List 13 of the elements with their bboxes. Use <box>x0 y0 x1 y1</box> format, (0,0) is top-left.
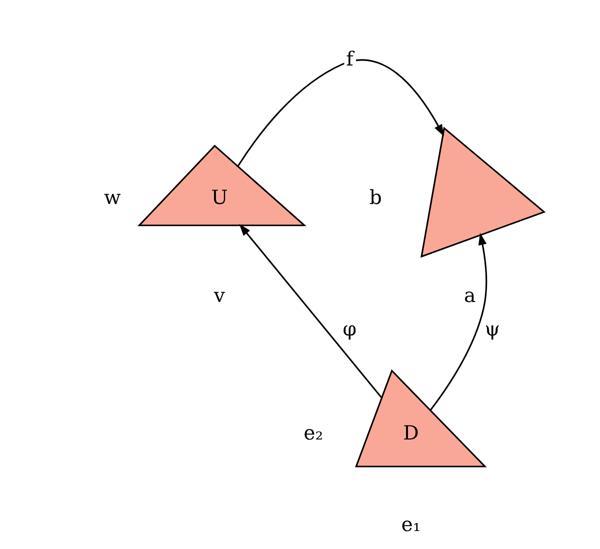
node-label: e₂ <box>303 422 323 444</box>
node-label: v <box>213 284 225 307</box>
edge-label: ψ <box>484 317 500 340</box>
node-label: e₁ <box>400 512 420 536</box>
arrow <box>238 224 382 398</box>
edge-label: f <box>346 47 353 70</box>
node-triangle <box>420 126 546 258</box>
node-label: a <box>464 284 476 307</box>
edge-label: φ <box>342 317 356 340</box>
arrow <box>429 232 487 410</box>
arrow <box>236 59 444 167</box>
node-label: w <box>103 186 120 209</box>
node-label: b <box>368 186 382 209</box>
